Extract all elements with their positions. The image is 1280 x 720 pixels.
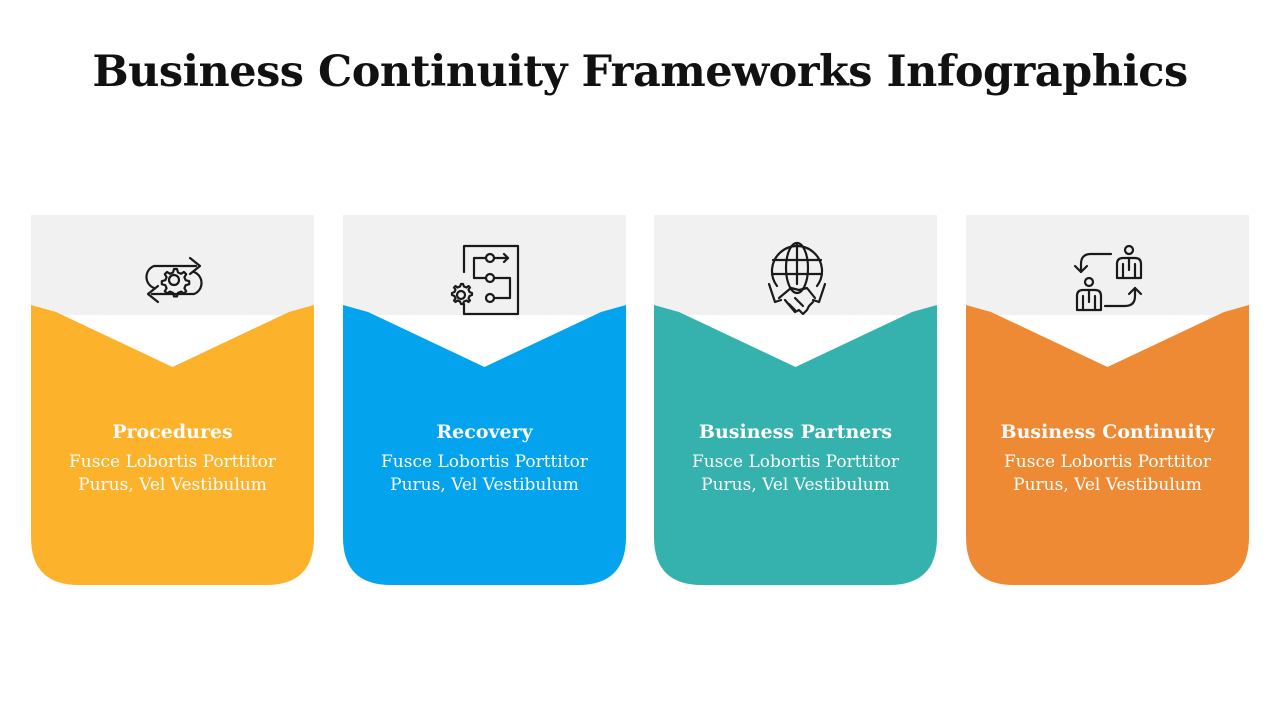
card-description: Fusce Lobortis Porttitor Purus, Vel Vest… xyxy=(68,452,277,495)
card-description: Fusce Lobortis Porttitor Purus, Vel Vest… xyxy=(1003,452,1212,495)
card-business-continuity: Business Continuity Fusce Lobortis Portt… xyxy=(966,215,1249,585)
process-flow-icon xyxy=(450,244,520,316)
people-exchange-icon xyxy=(1073,244,1143,312)
card-title: Business Partners xyxy=(698,421,893,443)
card-shape xyxy=(966,215,1249,585)
card-procedures: Procedures Fusce Lobortis Porttitor Puru… xyxy=(31,215,314,585)
card-title: Procedures xyxy=(112,421,233,443)
card-shape xyxy=(343,215,626,585)
card-description: Fusce Lobortis Porttitor Purus, Vel Vest… xyxy=(380,452,589,495)
gear-cycle-icon xyxy=(145,256,203,304)
card-title: Business Continuity xyxy=(1000,421,1215,443)
globe-handshake-icon xyxy=(767,241,827,316)
page-title: Business Continuity Frameworks Infograph… xyxy=(92,47,1188,97)
card-description: Fusce Lobortis Porttitor Purus, Vel Vest… xyxy=(691,452,900,495)
card-shape xyxy=(31,215,314,585)
card-title: Recovery xyxy=(436,421,533,443)
card-business-partners: Business Partners Fusce Lobortis Porttit… xyxy=(654,215,937,585)
card-recovery: Recovery Fusce Lobortis Porttitor Purus,… xyxy=(343,215,626,585)
